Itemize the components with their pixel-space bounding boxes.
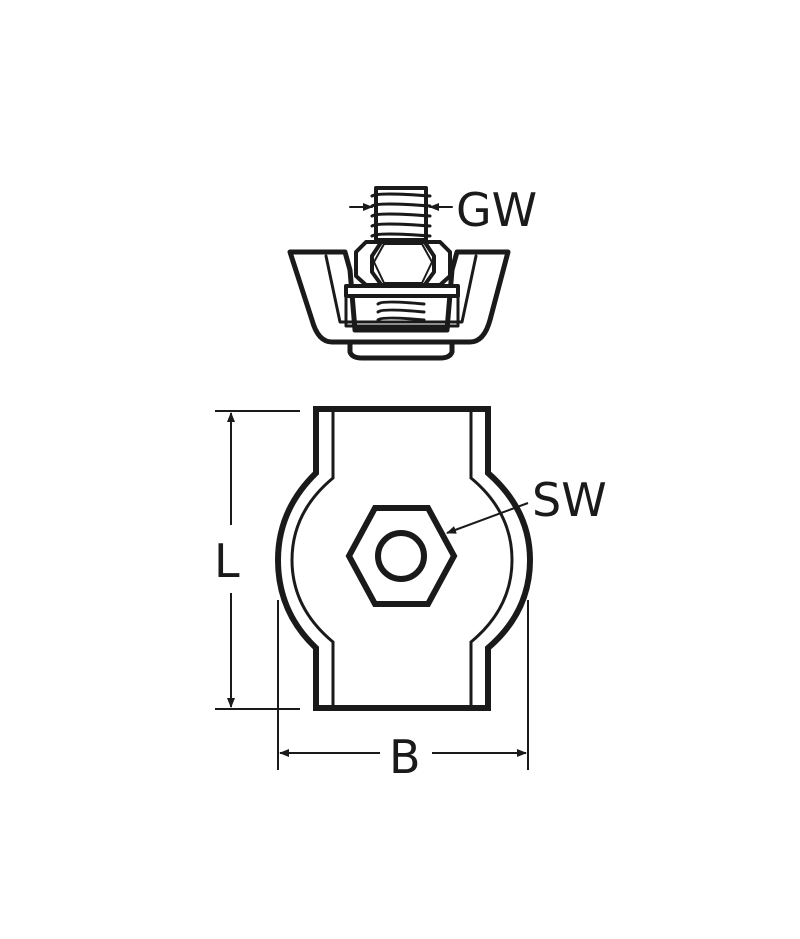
- bolt-thread-top: [370, 186, 432, 242]
- front-view: [274, 406, 534, 711]
- bolt-end: [375, 530, 427, 582]
- label-gw: GW: [456, 183, 537, 237]
- sw-leader-arrow: [446, 502, 529, 534]
- dimension-b: [277, 600, 529, 770]
- dimension-l: [215, 410, 300, 710]
- label-b: B: [389, 730, 421, 784]
- label-sw: SW: [532, 473, 607, 527]
- label-l: L: [214, 534, 240, 588]
- hex-nut-top: [354, 240, 452, 287]
- hex-nut-front: [345, 505, 458, 607]
- top-view: [287, 186, 511, 361]
